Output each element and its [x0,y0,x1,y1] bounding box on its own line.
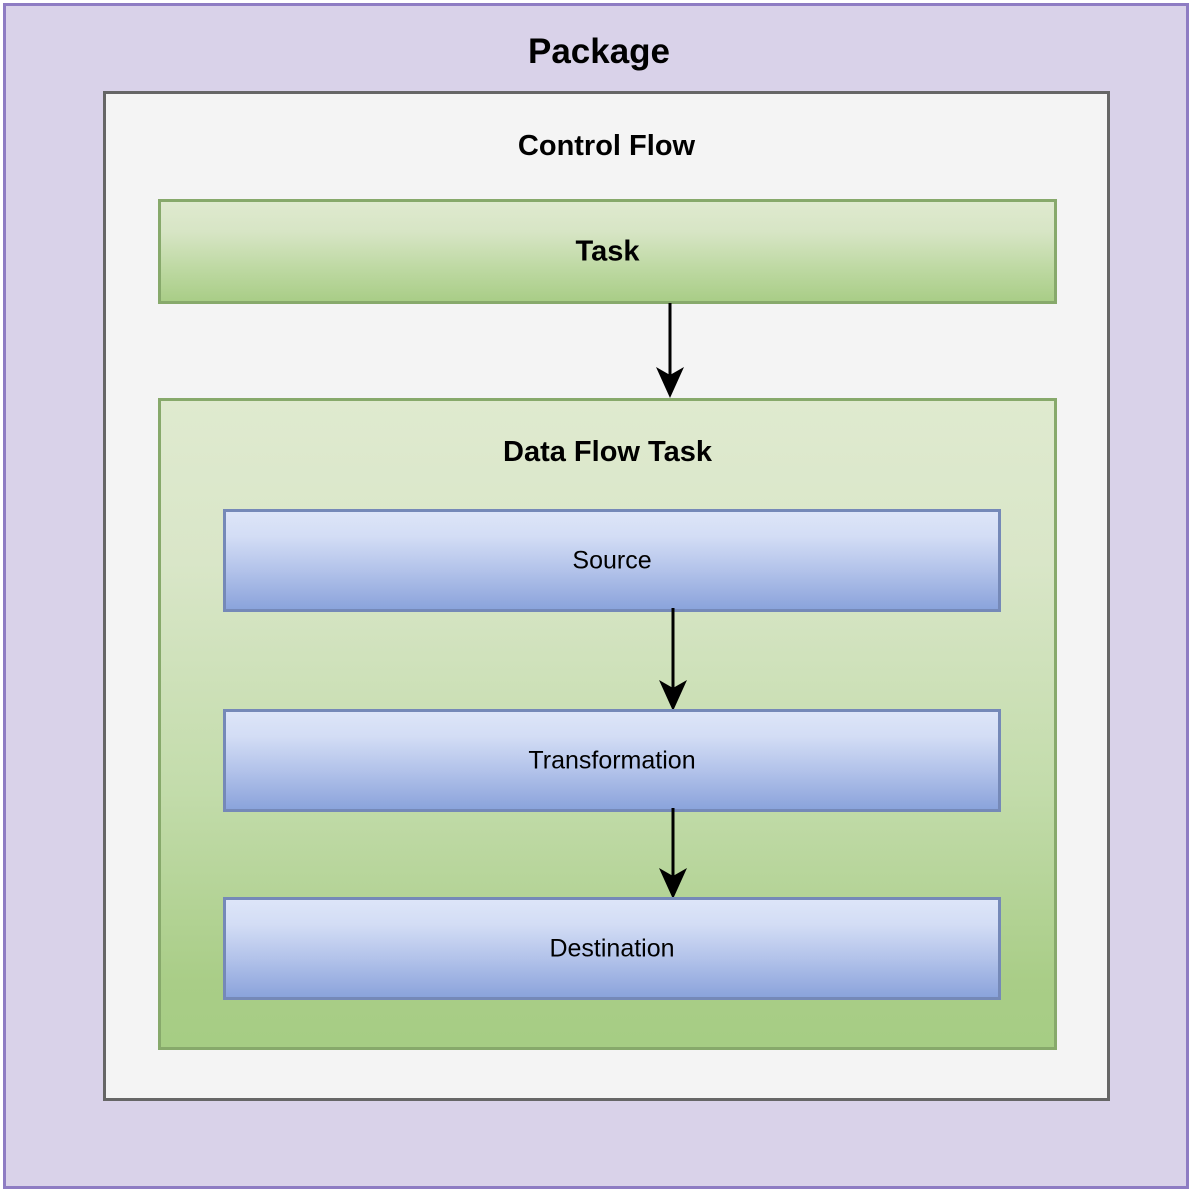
data-flow-component-destination-label: Destination [549,934,675,962]
task-node-label: Task [575,235,640,267]
data-flow-component-destination[interactable]: Destination [223,897,1001,1000]
package-container[interactable]: Package Control Flow Task Data Flow Task [3,3,1189,1189]
control-flow-container[interactable]: Control Flow Task Data Flow Task Source [103,91,1110,1101]
package-title: Package [527,32,671,71]
data-flow-task-title: Data Flow Task [503,436,712,468]
data-flow-component-transformation[interactable]: Transformation [223,709,1001,812]
control-flow-title: Control Flow [517,130,696,162]
data-flow-component-transformation-label: Transformation [528,746,696,774]
connector-task-to-data-flow-task [648,303,692,399]
connector-transformation-to-destination [651,808,695,900]
data-flow-component-source[interactable]: Source [223,509,1001,612]
data-flow-component-source-label: Source [572,546,652,574]
data-flow-task-container[interactable]: Data Flow Task Source Transformation [158,398,1057,1050]
task-node[interactable]: Task [158,199,1057,304]
connector-source-to-transformation [651,608,695,712]
